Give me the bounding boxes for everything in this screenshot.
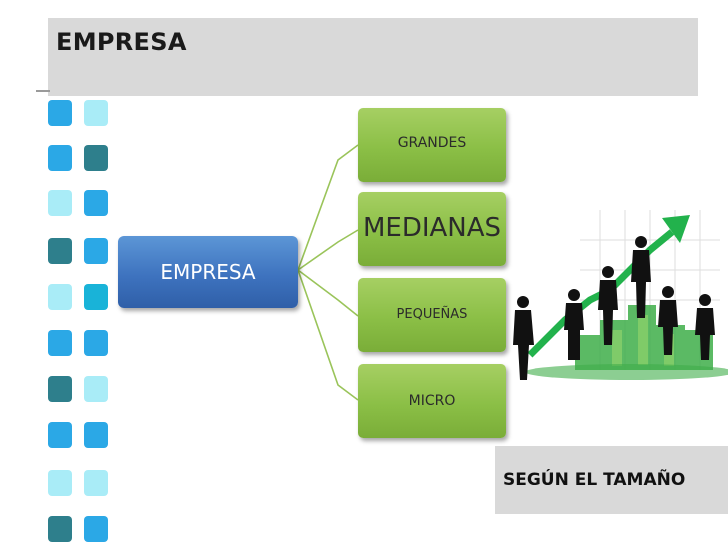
decor-square (84, 100, 108, 126)
decor-line (36, 90, 50, 92)
decor-square (48, 376, 72, 402)
branch-node-pequenas: PEQUEÑAS (358, 278, 506, 352)
decor-square (84, 516, 108, 542)
connector-pequenas (297, 269, 359, 317)
title-bar: EMPRESA (48, 18, 698, 96)
decor-square (48, 145, 72, 171)
decor-square (48, 284, 72, 310)
decor-square (84, 145, 108, 171)
branch-node-medianas: MEDIANAS (358, 192, 506, 266)
decor-square (84, 238, 108, 264)
page-title: EMPRESA (56, 28, 187, 56)
root-node-label: EMPRESA (160, 260, 256, 284)
decor-square (84, 330, 108, 356)
branch-node-grandes: GRANDES (358, 108, 506, 182)
decor-square (48, 190, 72, 216)
branch-label: GRANDES (397, 135, 467, 151)
decor-square (48, 100, 72, 126)
branch-label: MICRO (408, 393, 456, 409)
connector-micro (297, 269, 359, 401)
caption-box: SEGÚN EL TAMAÑO (495, 446, 728, 514)
decor-square (84, 190, 108, 216)
branch-node-micro: MICRO (358, 364, 506, 438)
branch-label: MEDIANAS (362, 213, 502, 243)
decor-square (48, 330, 72, 356)
connector-grandes (297, 144, 359, 271)
decor-square (48, 470, 72, 496)
decor-square (84, 422, 108, 448)
decor-square (84, 284, 108, 310)
decor-square (48, 516, 72, 542)
root-node: EMPRESA (118, 236, 298, 308)
connector-medianas (297, 229, 359, 271)
decor-square (48, 422, 72, 448)
decor-square (84, 376, 108, 402)
branch-label: PEQUEÑAS (396, 307, 468, 322)
decor-square (48, 238, 72, 264)
caption-text: SEGÚN EL TAMAÑO (503, 470, 686, 490)
decor-square (84, 470, 108, 496)
